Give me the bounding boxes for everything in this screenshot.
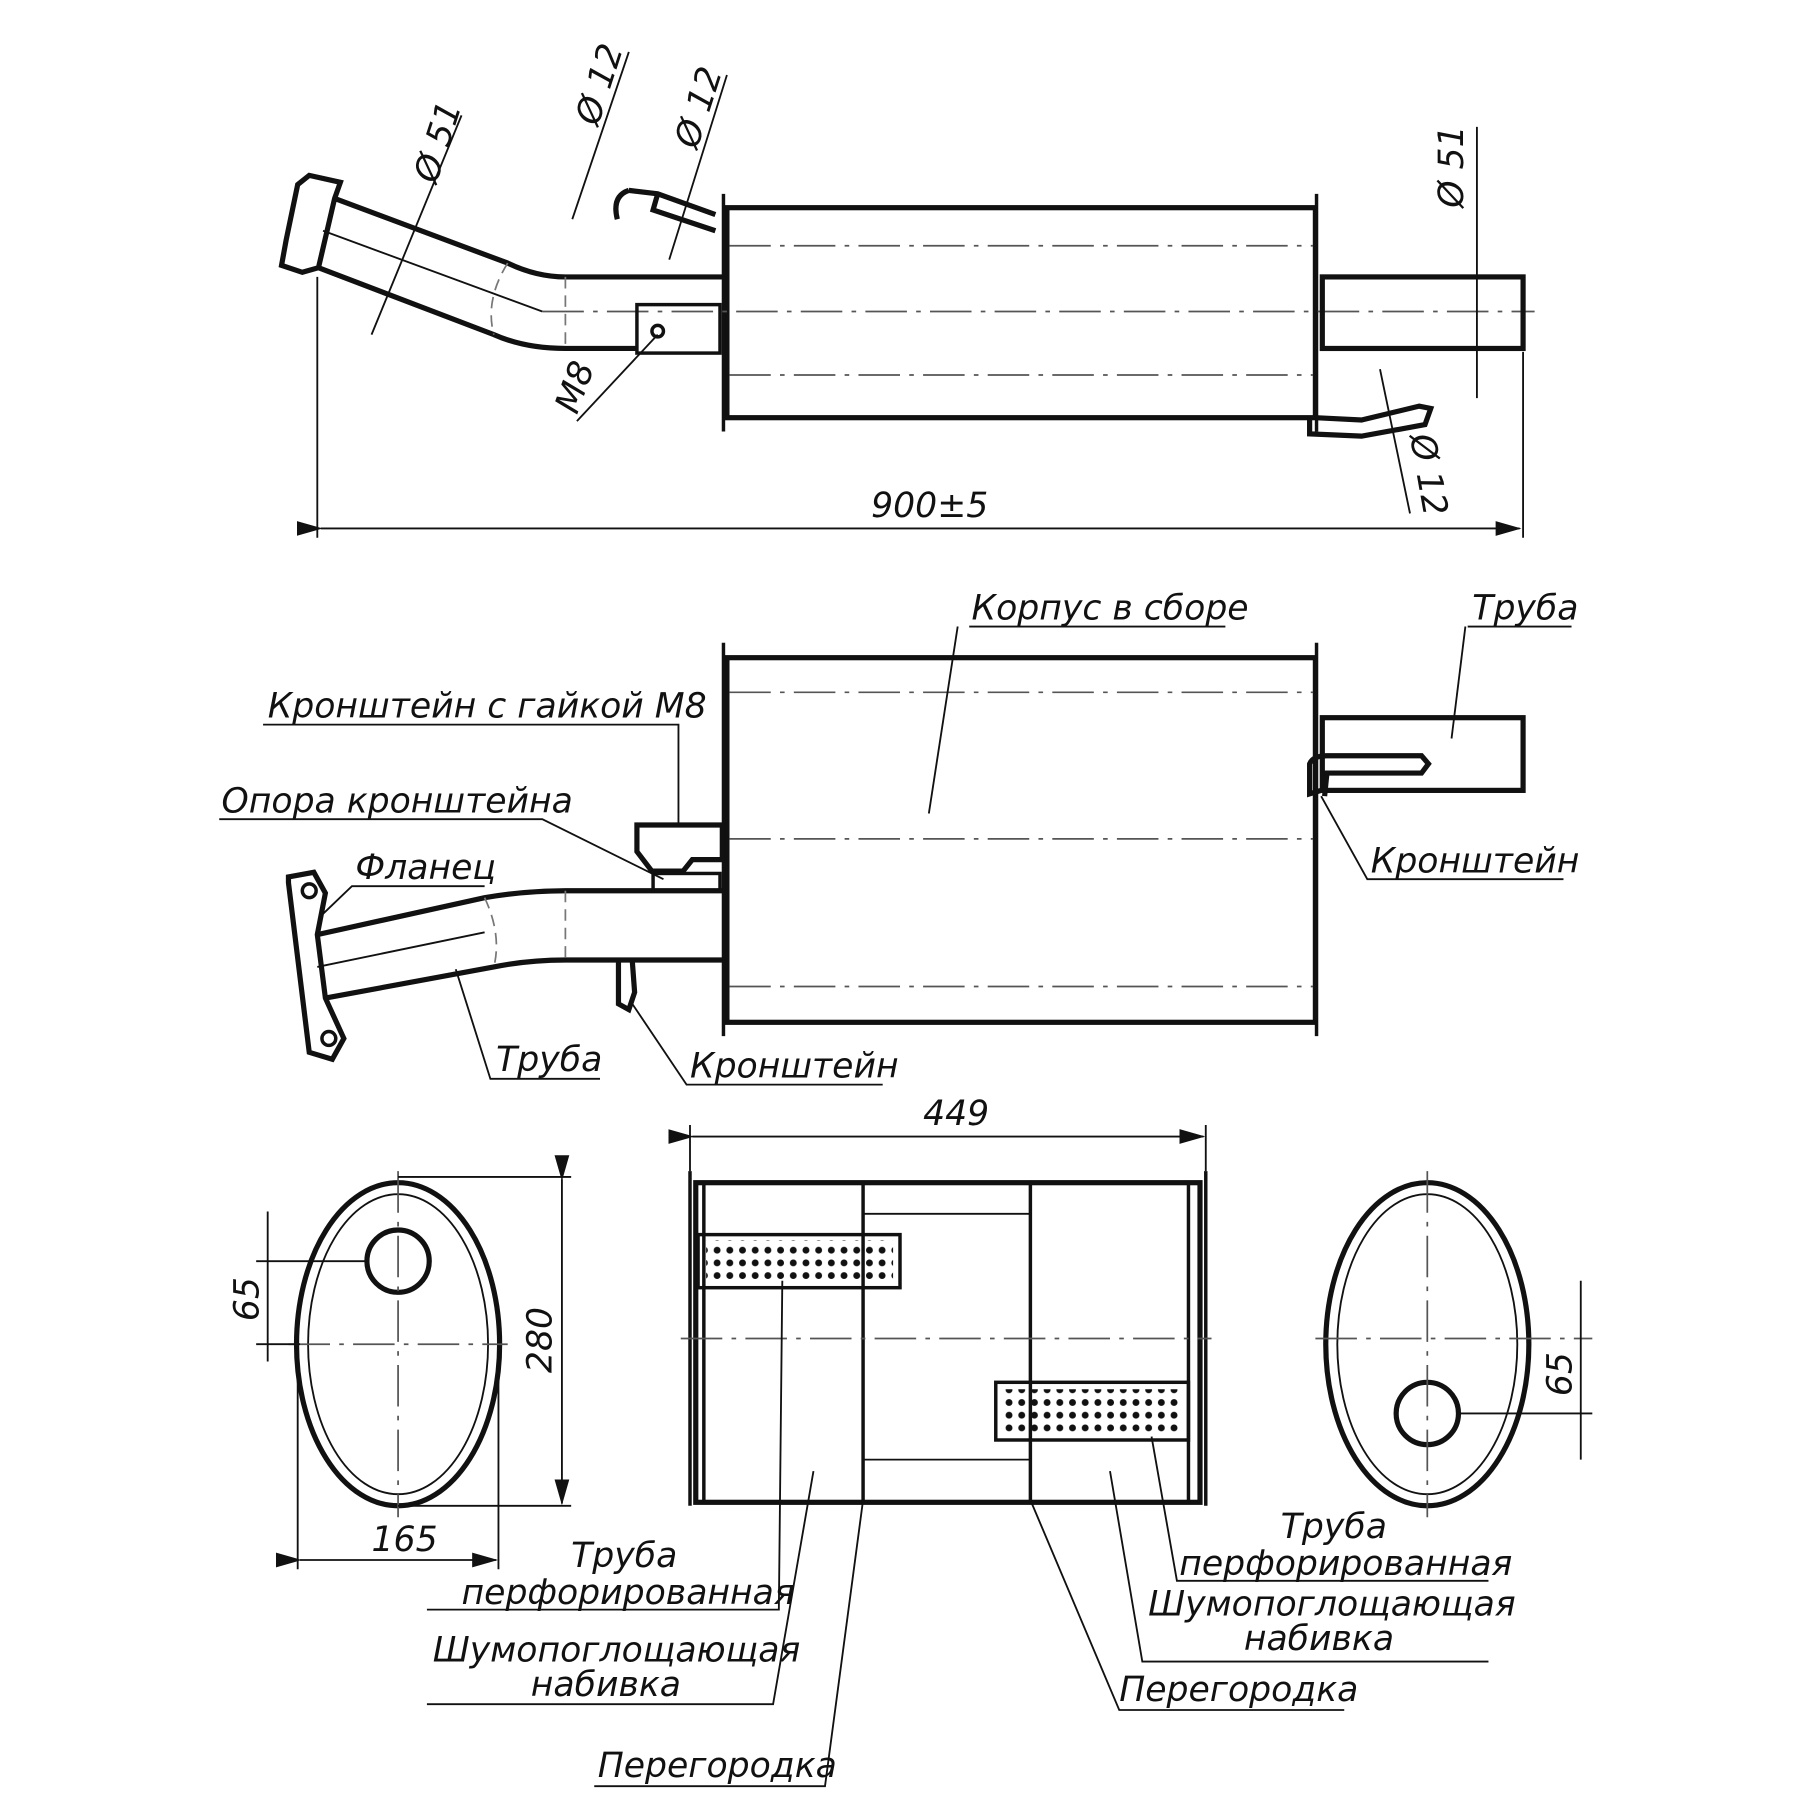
dim-body-length: 449 [923,1094,989,1134]
label-packing-left-2: набивка [531,1665,681,1705]
label-outlet-pipe: Труба [1472,589,1578,629]
perforated-pipe-left [696,1232,902,1290]
dim-hanger1-diameter: Ø 12 [568,39,632,132]
bracket-m8 [635,302,722,355]
label-perforated-pipe-left-1: Труба [571,1536,677,1576]
label-perforated-pipe-right-2: перфорированная [1179,1544,1512,1584]
assembly-view: Корпус в сборе Труба Кронштейн с гайкой … [219,589,1579,1087]
dim-bracket-thread: M8 [548,356,603,418]
label-perforated-pipe-right-1: Труба [1281,1507,1387,1547]
label-bracket-lower: Кронштейн [690,1047,899,1087]
label-bracket-nut: Кронштейн с гайкой М8 [268,687,707,727]
label-packing-left-1: Шумопоглощающая [433,1631,801,1671]
label-packing-right-2: набивка [1244,1619,1394,1659]
dim-outlet-diameter: Ø 51 [1432,125,1472,209]
label-body: Корпус в сборе [972,589,1249,629]
hanger-top [613,187,717,234]
label-inlet-pipe: Труба [496,1040,602,1080]
dim-overall-length: 900±5 [871,486,988,526]
label-baffle-left: Перегородка [598,1746,837,1786]
dim-inlet-diameter: Ø 51 [406,97,470,190]
top-view: Ø 51 Ø 12 Ø 12 Ø 51 M8 Ø 12 900±5 [278,39,1535,538]
dim-left-height: 280 [521,1307,561,1373]
label-perforated-pipe-left-2: перфорированная [462,1573,795,1613]
label-baffle-right: Перегородка [1119,1670,1358,1710]
dim-left-offset: 65 [227,1277,267,1321]
inlet-flange [278,172,344,276]
section-views: 280 165 65 449 65 Труба перфорированная [227,1094,1593,1788]
muffler-body [724,205,1318,421]
dim-hanger2-diameter: Ø 12 [667,62,731,155]
label-packing-right-1: Шумопоглощающая [1148,1584,1516,1624]
label-flange: Фланец [355,848,496,888]
outlet-pipe [1319,274,1526,352]
perforated-pipe-right [994,1380,1191,1442]
packing-left [702,1180,865,1505]
dim-left-width: 165 [372,1520,438,1560]
label-bracket-right: Кронштейн [1371,841,1580,881]
packing-right [1028,1180,1191,1505]
label-bracket-support: Опора кронштейна [222,781,573,821]
hanger-bottom [1307,403,1435,439]
inlet-pipe [317,196,723,352]
dim-right-offset: 65 [1541,1352,1581,1396]
